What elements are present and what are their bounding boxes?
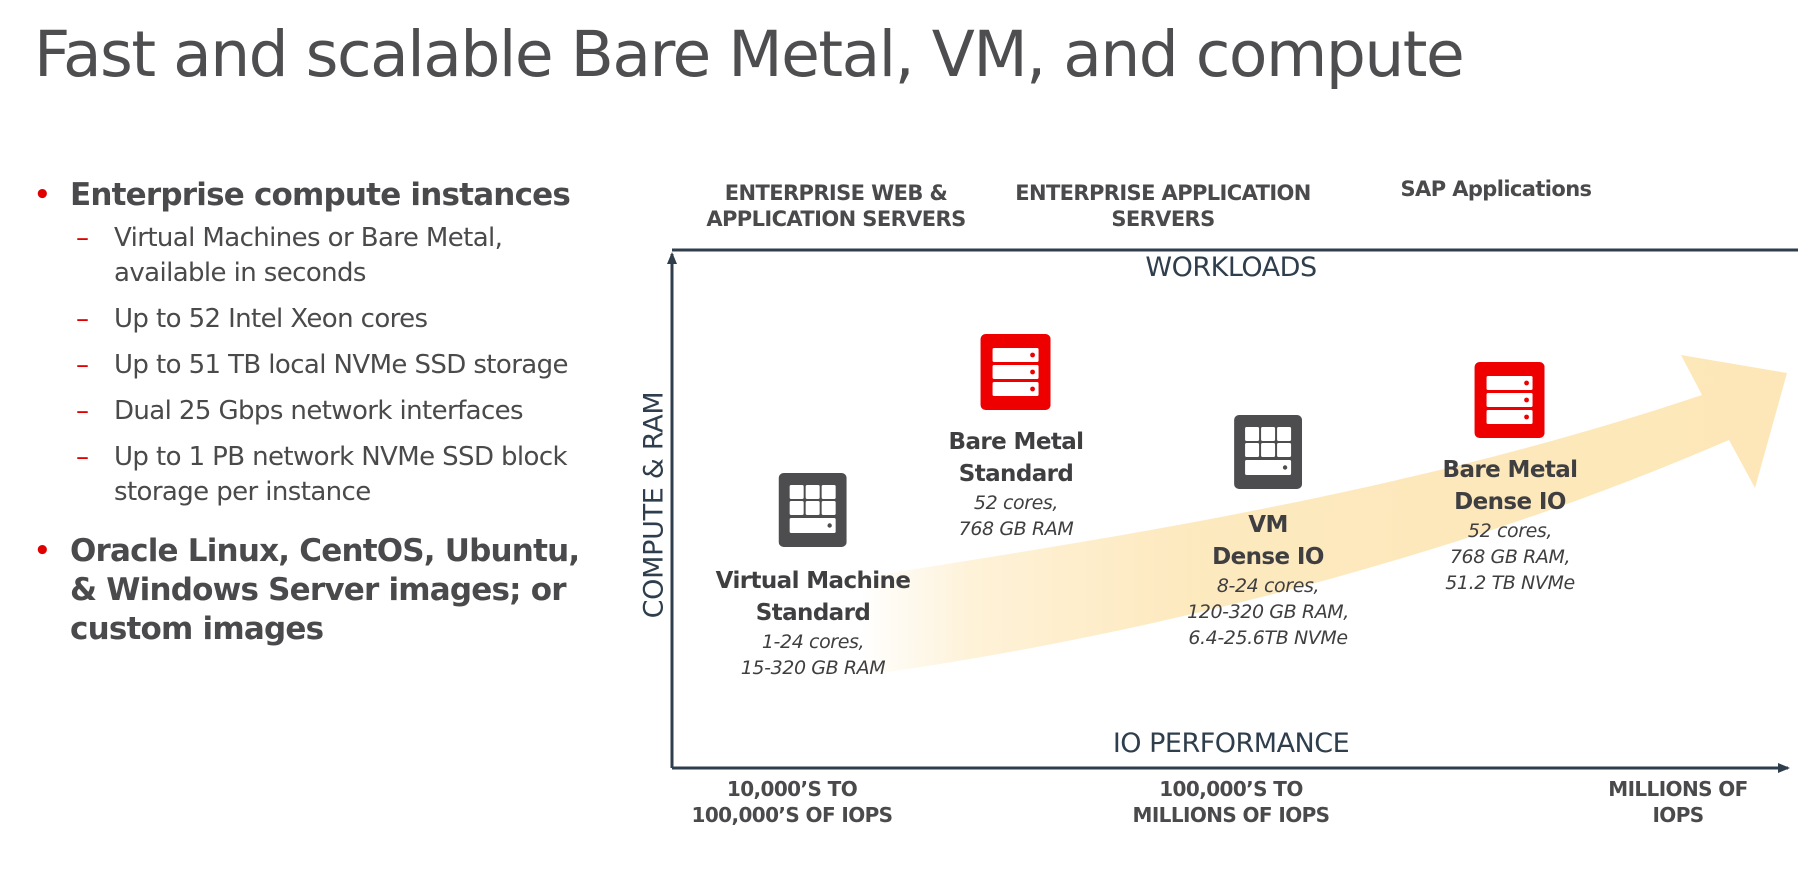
bullet-list: • Enterprise compute instances –Virtual … <box>30 176 590 649</box>
sub-bullet: –Up to 1 PB network NVMe SSD block stora… <box>30 440 590 510</box>
io-level-line: 10,000’S TO <box>726 777 858 801</box>
node-vm-dense-io: VM Dense IO 8-24 cores, 120-320 GB RAM, … <box>1187 415 1349 651</box>
bare-metal-server-icon <box>1474 362 1545 438</box>
sub-bullet-text: Dual 25 Gbps network interfaces <box>114 396 524 426</box>
dash-icon: – <box>76 223 89 253</box>
bullet-dot-icon: • <box>34 180 51 210</box>
io-level-line: MILLIONS OF IOPS <box>1132 803 1331 827</box>
node-name: Virtual Machine <box>715 568 911 594</box>
node-name: Dense IO <box>1212 544 1324 570</box>
dash-icon: – <box>76 304 89 334</box>
dash-icon: – <box>76 396 89 426</box>
io-performance-axis-title: IO PERFORMANCE <box>1112 728 1350 759</box>
workload-label-enterprise-app: ENTERPRISE APPLICATION SERVERS <box>1015 180 1311 232</box>
bullet-dot-icon: • <box>34 536 51 566</box>
node-name: Standard <box>958 461 1074 487</box>
sub-bullet: –Up to 51 TB local NVMe SSD storage <box>30 348 590 383</box>
io-level-line: IOPS <box>1652 803 1704 827</box>
sub-bullet: –Virtual Machines or Bare Metal, availab… <box>30 221 590 291</box>
node-name: Standard <box>755 600 871 626</box>
workload-label-line: ENTERPRISE WEB & <box>724 181 948 205</box>
node-spec: 768 GB RAM, <box>1449 546 1571 568</box>
node-spec: 6.4-25.6TB NVMe <box>1188 627 1348 649</box>
node-name: Bare Metal <box>948 429 1084 455</box>
node-name: Bare Metal <box>1442 457 1578 483</box>
io-level-line: MILLIONS OF <box>1608 777 1748 801</box>
slide-title: Fast and scalable Bare Metal, VM, and co… <box>34 18 1465 91</box>
workload-label-sap: SAP Applications <box>1400 176 1593 202</box>
bullet-text: Enterprise compute instances <box>70 177 571 213</box>
node-spec: 1-24 cores, <box>761 631 865 653</box>
compute-ram-axis-title: COMPUTE & RAM <box>638 391 670 619</box>
node-vm-standard: Virtual Machine Standard 1-24 cores, 15-… <box>716 473 911 681</box>
node-spec: 8-24 cores, <box>1216 575 1320 597</box>
workloads-axis-title: WORKLOADS <box>1145 252 1317 283</box>
workload-label-line: SAP Applications <box>1400 177 1593 201</box>
node-spec: 768 GB RAM <box>958 518 1074 540</box>
node-spec: 15-320 GB RAM <box>740 657 886 679</box>
node-bare-metal-standard: Bare Metal Standard 52 cores, 768 GB RAM <box>949 334 1084 542</box>
node-spec: 120-320 GB RAM, <box>1187 601 1349 623</box>
vm-icon <box>1233 415 1302 489</box>
bullet-os-images: • Oracle Linux, CentOS, Ubuntu, & Window… <box>30 532 590 649</box>
node-spec: 52 cores, <box>973 492 1059 514</box>
bullet-text: Oracle Linux, CentOS, Ubuntu, & Windows … <box>70 533 580 647</box>
sub-bullet-text: Up to 51 TB local NVMe SSD storage <box>114 350 569 380</box>
node-bare-metal-dense-io: Bare Metal Dense IO 52 cores, 768 GB RAM… <box>1443 362 1578 596</box>
node-spec: 51.2 TB NVMe <box>1445 572 1575 594</box>
workload-label-line: ENTERPRISE APPLICATION <box>1015 181 1311 205</box>
bullet-enterprise-compute: • Enterprise compute instances <box>30 176 590 215</box>
workload-label-web-app: ENTERPRISE WEB & APPLICATION SERVERS <box>706 180 966 232</box>
bare-metal-server-icon <box>980 334 1051 410</box>
node-name: Dense IO <box>1454 489 1566 515</box>
io-level-line: 100,000’S OF IOPS <box>691 803 894 827</box>
io-level-line: 100,000’S TO <box>1159 777 1303 801</box>
sub-bullet-text: Up to 52 Intel Xeon cores <box>114 304 428 334</box>
sub-bullet: –Dual 25 Gbps network interfaces <box>30 394 590 429</box>
dash-icon: – <box>76 442 89 472</box>
sub-bullet-text: Up to 1 PB network NVMe SSD block storag… <box>114 442 568 507</box>
workload-label-line: SERVERS <box>1111 207 1215 231</box>
workload-label-line: APPLICATION SERVERS <box>706 207 966 231</box>
sub-bullet-text: Virtual Machines or Bare Metal, availabl… <box>114 223 503 288</box>
dash-icon: – <box>76 350 89 380</box>
growth-arrow <box>860 355 1787 676</box>
sub-bullet: –Up to 52 Intel Xeon cores <box>30 302 590 337</box>
vm-icon <box>779 473 847 547</box>
io-level-label-high: MILLIONS OF IOPS <box>1608 776 1748 828</box>
sub-bullet-list: –Virtual Machines or Bare Metal, availab… <box>30 221 590 510</box>
io-level-label-mid: 100,000’S TO MILLIONS OF IOPS <box>1132 776 1331 828</box>
node-name: VM <box>1248 512 1288 538</box>
node-spec: 52 cores, <box>1467 520 1553 542</box>
io-level-label-low: 10,000’S TO 100,000’S OF IOPS <box>691 776 894 828</box>
